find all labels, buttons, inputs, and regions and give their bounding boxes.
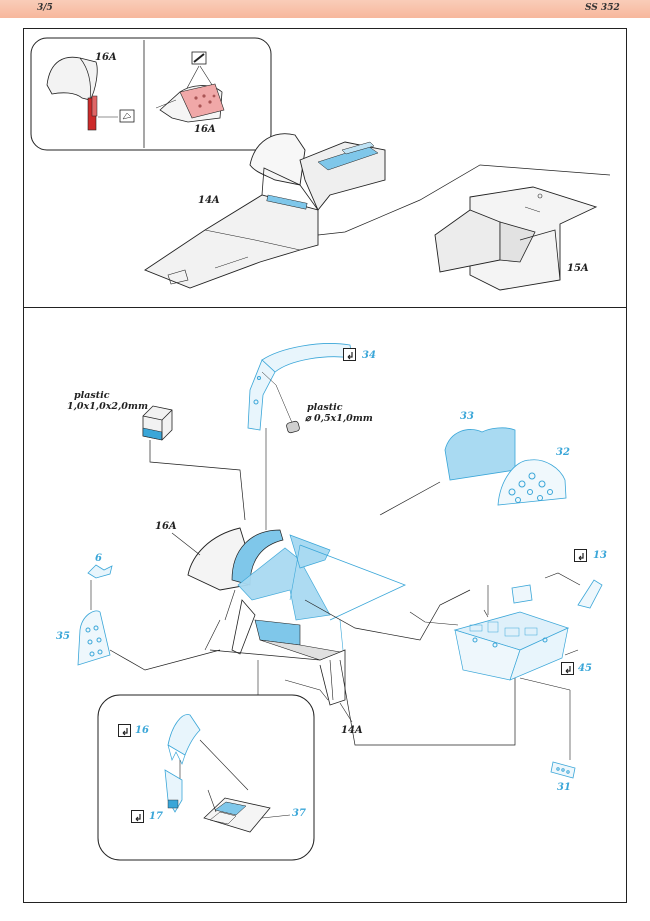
label-16a-inset-left: 16A: [95, 52, 117, 63]
label-34: 34: [362, 350, 376, 361]
product-code: SS 352: [585, 3, 620, 13]
bend-icon: [343, 348, 356, 361]
plastic-rod-title: plastic: [307, 402, 343, 413]
seat-back-16a-left: [46, 56, 135, 131]
part-31-plate: [550, 761, 576, 779]
bend-icon: [574, 549, 587, 562]
label-13: 13: [593, 550, 607, 561]
label-31: 31: [557, 782, 571, 793]
seat-back-16a-right: [155, 51, 225, 123]
plastic-strip-title: plastic: [74, 390, 110, 401]
instruction-frame: [23, 28, 627, 903]
inset-box-top: [30, 37, 272, 151]
part-33-panel: [379, 427, 516, 516]
label-32: 32: [556, 447, 570, 458]
label-14a-bottom: 14A: [341, 725, 363, 736]
part-45-panel: [453, 611, 579, 760]
label-33: 33: [460, 411, 474, 422]
page-number: 3/5: [37, 3, 53, 13]
bend-icon: [118, 724, 131, 737]
label-14a-top: 14A: [198, 195, 220, 206]
part-32-instrument-panel: [497, 459, 567, 506]
label-16a-bottom: 16A: [155, 521, 177, 532]
part-17-bracket: [164, 769, 183, 813]
label-17: 17: [149, 811, 163, 822]
part-15a: [434, 186, 598, 291]
plastic-rod-size: ⌀ 0,5x1,0mm: [305, 413, 373, 424]
header-bar: [0, 0, 650, 18]
label-6: 6: [95, 553, 102, 564]
part-13-tabs: [483, 572, 603, 618]
part-6-clip: [87, 564, 113, 610]
label-16a-inset-right: 16A: [194, 124, 216, 135]
label-45: 45: [578, 663, 592, 674]
part-16-strap: [167, 714, 249, 795]
plastic-rod: [286, 420, 300, 434]
plastic-strip: [142, 405, 246, 521]
label-35: 35: [56, 631, 70, 642]
bend-icon: [131, 810, 144, 823]
label-37: 37: [292, 808, 306, 819]
plastic-rod-note: plastic ⌀ 0,5x1,0mm: [305, 402, 373, 424]
bend-icon: [561, 662, 574, 675]
label-16: 16: [135, 725, 149, 736]
plastic-strip-size: 1,0x1,0x2,0mm: [67, 401, 149, 412]
section-divider: [23, 307, 627, 308]
cockpit-assembly: [187, 527, 407, 706]
label-15a: 15A: [567, 263, 589, 274]
inset-box-bottom: [97, 694, 315, 861]
part-34-frame: [247, 343, 353, 431]
cockpit-tub-14a-top: [144, 133, 386, 289]
part-35-side-panel: [77, 610, 221, 671]
plastic-strip-note: plastic 1,0x1,0x2,0mm: [67, 390, 148, 412]
part-37-floor: [203, 789, 291, 833]
